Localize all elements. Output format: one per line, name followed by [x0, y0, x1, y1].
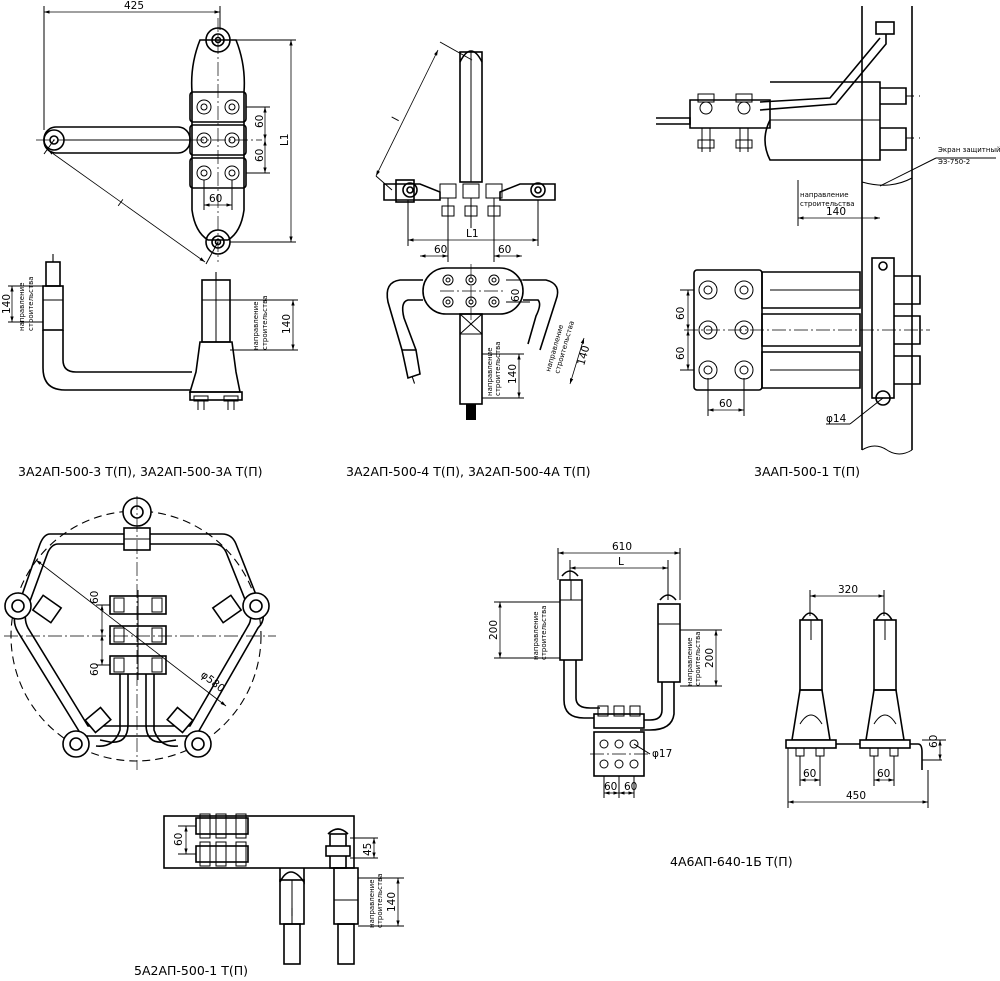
- note-dir-c2: строительства: [800, 200, 855, 208]
- view-a-spacer-3-side: 140 направление строительства 140 направ…: [1, 254, 298, 410]
- dim-140-bb: 140: [575, 344, 592, 367]
- view-b-spacer-4-plan: 60 140 направление строительства 140 нап…: [386, 264, 592, 420]
- note-dir-d2: строительства: [376, 873, 384, 928]
- note-dir-b1: направление: [486, 347, 494, 396]
- dim-60-b: 60: [254, 149, 266, 162]
- dim-140-b: 140: [281, 314, 293, 334]
- note-dir-e1: направление: [532, 611, 540, 660]
- note-dir-a1: направление: [18, 282, 26, 331]
- dim-60-ec: 60: [803, 768, 816, 780]
- dim-60-ee: 60: [928, 735, 940, 748]
- caption-c: 3ААП-500-1 Т(П): [754, 464, 860, 479]
- dim-320: 320: [838, 584, 858, 596]
- dim-140-a: 140: [1, 294, 13, 314]
- dim-60-ca: 60: [675, 307, 687, 320]
- view-c-spacer-top: Экран защитный ЭЗ-750-2 140 направление …: [656, 6, 1000, 455]
- dim-60-ea: 60: [604, 781, 617, 793]
- note-screen-1: Экран защитный: [938, 146, 1000, 154]
- dim-phi17: φ17: [652, 748, 672, 760]
- dim-60-bb: 60: [498, 244, 511, 256]
- note-screen-2: ЭЗ-750-2: [938, 158, 970, 166]
- caption-d: 5А2АП-500-1 Т(П): [134, 963, 248, 978]
- caption-b: 3А2АП-500-4 Т(П), 3А2АП-500-4А Т(П): [346, 464, 591, 479]
- dim-60-cb: 60: [675, 347, 687, 360]
- view-c-spacer-plan: φ14 60 60 60: [675, 257, 930, 425]
- dim-60-a: 60: [254, 115, 266, 128]
- dim-45: 45: [362, 843, 374, 856]
- view-b-spacer-4-front: l L1 60 60: [375, 41, 556, 262]
- note-dir-a2: строительства: [27, 276, 35, 331]
- dim-450: 450: [846, 790, 866, 802]
- dim-610: 610: [612, 541, 632, 553]
- dim-phi14: φ14: [826, 413, 847, 425]
- caption-e: 4А6АП-640-1Б Т(П): [670, 854, 793, 869]
- dim-60-bc: 60: [510, 289, 522, 302]
- caption-a: 3А2АП-500-3 Т(П), 3А2АП-500-3А Т(П): [18, 464, 263, 479]
- dim-L1: L1: [279, 133, 291, 146]
- view-e-spacer-side: 320 60 60: [785, 584, 946, 808]
- note-dir-a4: строительства: [261, 295, 269, 350]
- dim-60-cc: 60: [719, 398, 732, 410]
- view-e-spacer-front: 610 L φ17: [488, 541, 722, 798]
- dim-60-eb: 60: [624, 781, 637, 793]
- dim-60-ba: 60: [434, 244, 447, 256]
- view-a-spacer-3-top: 425 60 60 L1: [36, 0, 296, 265]
- note-dir-a3: направление: [252, 301, 260, 350]
- note-dir-e4: строительства: [694, 631, 702, 686]
- dim-140-ba: 140: [507, 364, 519, 384]
- dim-140-c: 140: [826, 206, 846, 218]
- note-dir-e3: направление: [686, 637, 694, 686]
- note-dir-b2: строительства: [494, 341, 502, 396]
- note-dir-d1: направление: [368, 879, 376, 928]
- view-d-pentagon-spacer: φ580 60 60: [4, 496, 276, 770]
- dim-L-e: L: [618, 556, 624, 568]
- dim-60-c: 60: [209, 193, 222, 205]
- dim-140-d: 140: [386, 892, 398, 912]
- dim-l: l: [115, 198, 124, 209]
- dim-60-ed: 60: [877, 768, 890, 780]
- dim-60-db: 60: [89, 663, 101, 676]
- note-dir-c1: направление: [800, 191, 849, 199]
- dim-200-a: 200: [488, 620, 500, 640]
- dim-60-dc: 60: [173, 833, 185, 846]
- dim-425: 425: [124, 0, 144, 12]
- dim-200-b: 200: [704, 648, 716, 668]
- dim-l-b: l: [390, 115, 402, 123]
- note-dir-e2: строительства: [540, 605, 548, 660]
- view-d-side: 60 45 140 направление строительства: [163, 813, 404, 965]
- dim-60-da: 60: [89, 591, 101, 604]
- dim-L1-b: L1: [466, 228, 479, 240]
